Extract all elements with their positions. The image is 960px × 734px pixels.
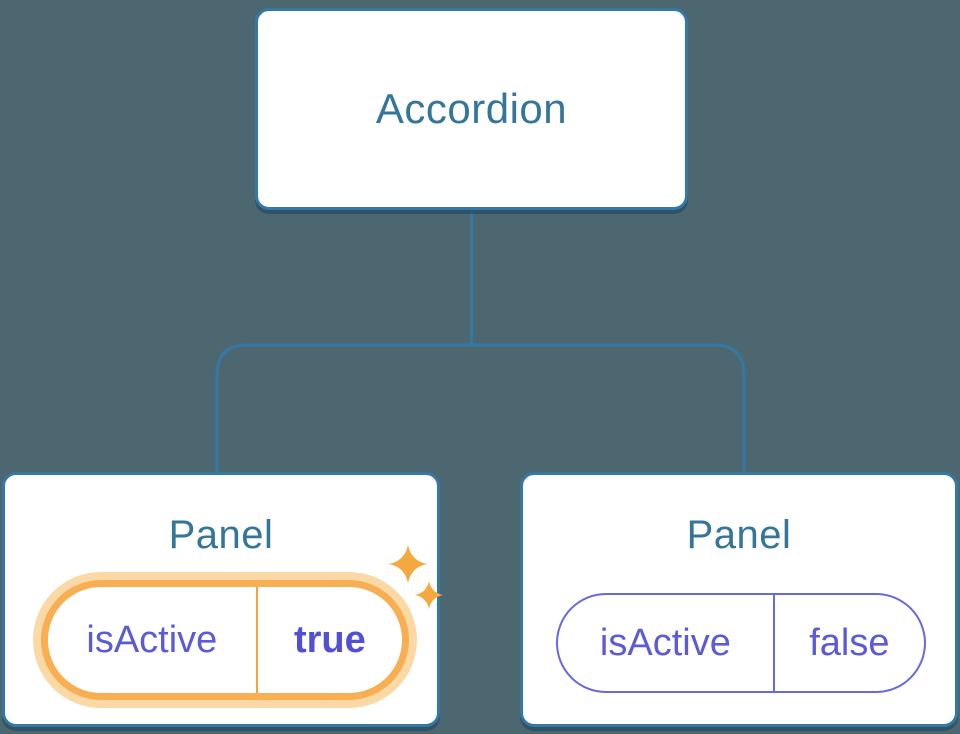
panel-node-inactive: Panel isActive false	[520, 472, 958, 727]
state-value-label: false	[809, 621, 890, 664]
panel-node-active: Panel isActive true	[2, 472, 443, 727]
state-name-label: isActive	[558, 595, 775, 691]
state-name-label: isActive	[48, 587, 258, 693]
state-pill-inactive: isActive false	[556, 593, 926, 693]
accordion-node: Accordion	[255, 8, 688, 210]
state-pill-active: isActive true	[41, 580, 409, 700]
accordion-node-label: Accordion	[375, 85, 568, 132]
panel-node-title: Panel	[686, 513, 792, 557]
panel-node-title: Panel	[168, 513, 274, 557]
state-value-label: true	[293, 618, 366, 661]
sparkle-icon	[389, 545, 443, 609]
